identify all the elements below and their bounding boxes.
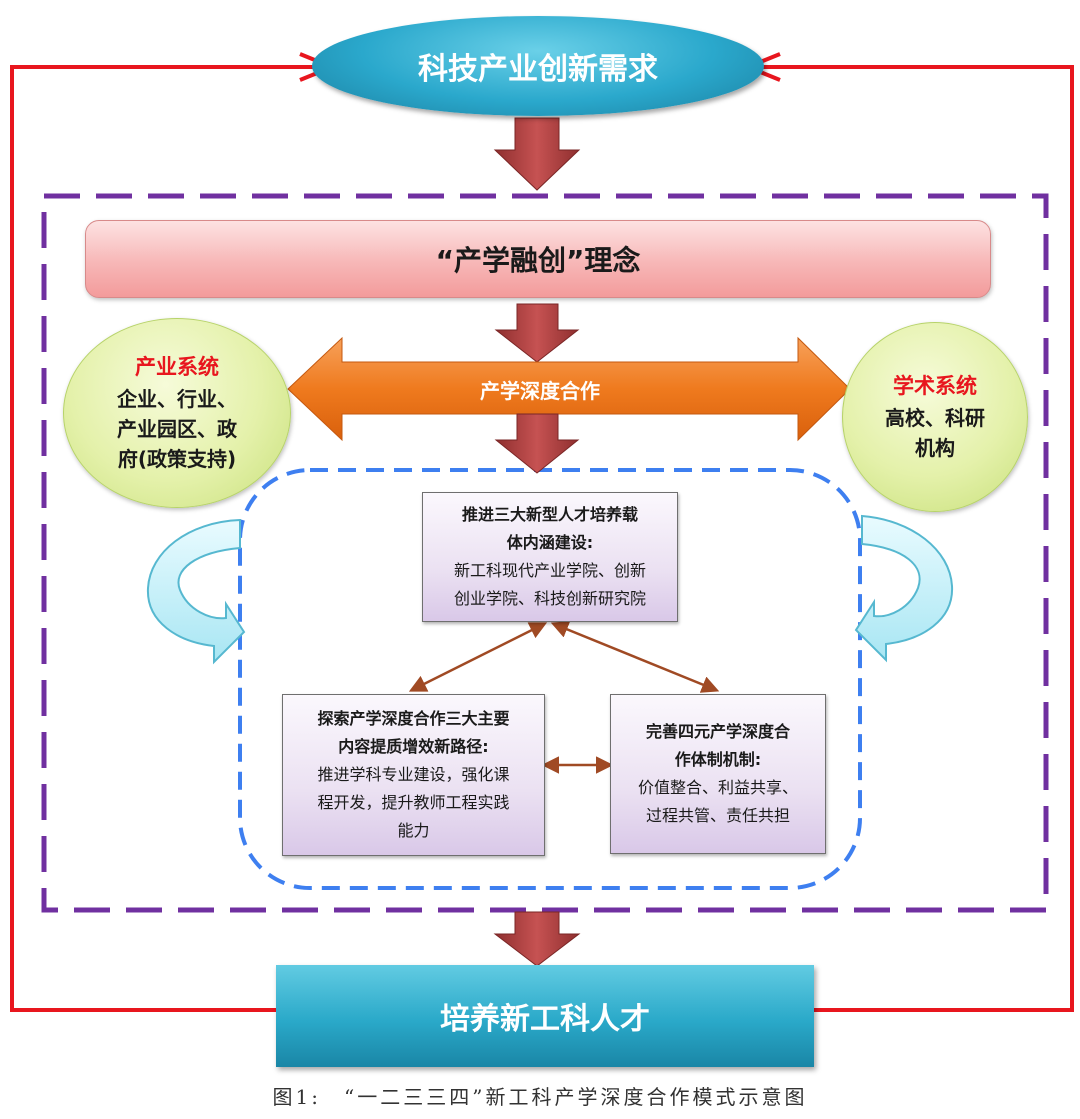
carrier-heading: 体内涵建设:: [506, 533, 594, 552]
purple-dashed-frame: [41, 193, 1049, 913]
down-arrow-2: [494, 303, 580, 363]
industry-system-line: 府(政策支持): [117, 446, 237, 471]
mechanism-body: 过程共管、责任共担: [645, 806, 790, 825]
path-body: 能力: [397, 821, 430, 840]
down-arrow-3: [494, 413, 580, 474]
mechanism-box: 完善四元产学深度合 作体制机制: 价值整合、利益共享、 过程共管、责任共担: [610, 694, 826, 854]
figure-caption: 图1: “一二三三四”新工科产学深度合作模式示意图: [272, 1085, 808, 1109]
down-arrow-4: [493, 911, 581, 967]
path-heading: 探索产学深度合作三大主要: [317, 709, 510, 728]
path-body: 推进学科专业建设，强化课: [317, 765, 510, 784]
carrier-construction-box: 推进三大新型人才培养载 体内涵建设: 新工科现代产业学院、创新 创业学院、科技创…: [422, 492, 678, 622]
down-arrow-1: [493, 117, 581, 191]
path-body: 程开发，提升教师工程实践: [317, 793, 510, 812]
concept-bar: “产学融创”理念: [85, 220, 991, 298]
industry-system-node: 产业系统 企业、行业、 产业园区、政 府(政策支持): [63, 318, 291, 508]
curved-arrow-right: [854, 514, 954, 663]
new-path-box: 探索产学深度合作三大主要 内容提质增效新路径: 推进学科专业建设，强化课 程开发…: [282, 694, 545, 856]
connector-top-right: [550, 621, 720, 693]
mechanism-body: 价值整合、利益共享、: [637, 778, 798, 797]
feedback-loop-right: [760, 65, 1074, 1012]
industry-system-line: 产业园区、政: [117, 416, 237, 441]
industry-system-title: 产业系统: [135, 355, 219, 380]
carrier-heading: 推进三大新型人才培养载: [461, 505, 638, 524]
cooperation-label: 产学深度合作: [480, 378, 600, 403]
mechanism-heading: 完善四元产学深度合: [645, 722, 790, 741]
industry-system-line: 企业、行业、: [117, 386, 237, 411]
academic-system-line: 高校、科研: [885, 405, 985, 430]
academic-system-node: 学术系统 高校、科研 机构: [842, 322, 1028, 512]
carrier-body: 创业学院、科技创新研究院: [453, 589, 646, 608]
talent-cultivation-node: 培养新工科人才: [276, 965, 814, 1067]
concept-label: “产学融创”理念: [435, 244, 641, 277]
curved-arrow-left: [146, 518, 246, 665]
innovation-demand-label: 科技产业创新需求: [418, 52, 658, 87]
blue-dashed-frame: [238, 468, 862, 890]
talent-cultivation-label: 培养新工科人才: [440, 1002, 650, 1037]
academic-system-title: 学术系统: [893, 374, 977, 399]
academic-system-line: 机构: [915, 435, 955, 460]
path-heading: 内容提质增效新路径:: [338, 737, 489, 756]
carrier-body: 新工科现代产业学院、创新: [453, 561, 646, 580]
mechanism-heading: 作体制机制:: [674, 750, 762, 769]
innovation-demand-node: 科技产业创新需求: [312, 16, 764, 116]
feedback-loop-left: [10, 65, 318, 1012]
connector-top-left: [408, 622, 548, 692]
